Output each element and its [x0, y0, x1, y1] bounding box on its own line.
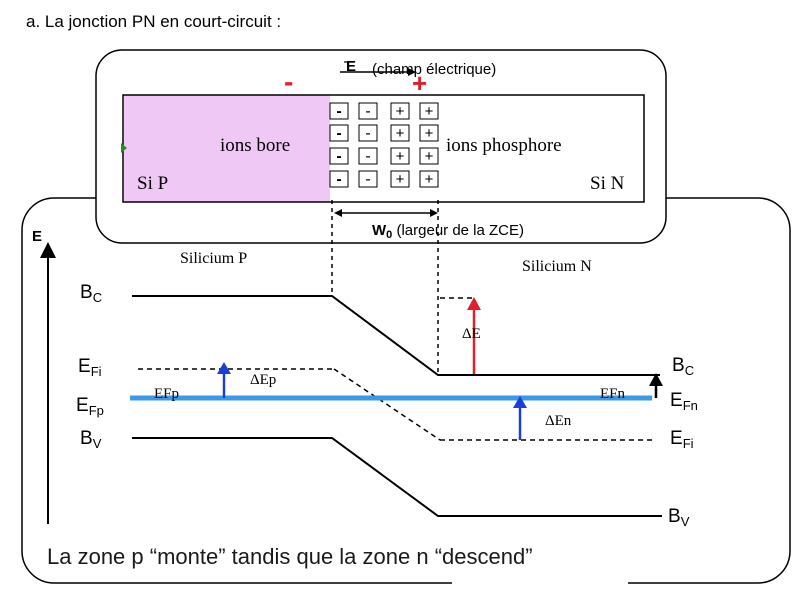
ion-box	[390, 147, 410, 165]
positive-ion: +	[425, 125, 434, 142]
ion-box	[419, 147, 439, 165]
positive-ion: +	[425, 148, 434, 165]
ion-box	[390, 102, 410, 120]
ion-box	[329, 102, 349, 120]
silicon-n-label: Silicium N	[522, 258, 592, 275]
caption-gap	[452, 568, 628, 586]
minus-sign: -	[284, 66, 294, 97]
small-arrow-icon	[121, 143, 127, 153]
ion-box	[329, 147, 349, 165]
efn-right-label: EFn	[670, 390, 698, 413]
zce-left-arrow-icon	[334, 209, 342, 217]
ion-box	[419, 124, 439, 142]
efp-inline-label: EFp	[154, 386, 180, 402]
delta-en-label: ΔEn	[545, 413, 572, 429]
zce-width-label: W0 (largeur de la ZCE)	[372, 222, 525, 241]
delta-en-arrow-icon	[513, 396, 527, 408]
p-side-label: Si P	[137, 173, 169, 194]
ion-box	[329, 170, 349, 188]
silicon-p-label: Silicium P	[180, 250, 248, 267]
ion-box	[358, 102, 378, 120]
ion-box	[329, 124, 349, 142]
delta-ep-arrow-icon	[217, 362, 231, 374]
bc-left-label: BC	[80, 282, 103, 305]
positive-ion: +	[396, 148, 405, 165]
efn-inline-label: EFn	[600, 386, 626, 402]
negative-ion: -	[336, 171, 341, 188]
ion-box	[390, 124, 410, 142]
positive-ion: +	[396, 125, 405, 142]
valence-band	[132, 437, 662, 517]
n-ions-label: ions phosphore	[446, 135, 562, 156]
bc-right-arrow-icon	[649, 373, 663, 386]
negative-ion: -	[365, 103, 370, 120]
field-symbol: E	[346, 58, 357, 75]
ion-box	[419, 102, 439, 120]
ion-box	[358, 147, 378, 165]
n-side-label: Si N	[590, 173, 625, 194]
negative-ion: -	[336, 125, 341, 142]
positive-ion: +	[396, 103, 405, 120]
efi-transition-dashed	[333, 368, 441, 441]
bc-right-label: BC	[672, 355, 695, 378]
positive-ion: +	[425, 171, 434, 188]
delta-e-label: ΔE	[462, 326, 481, 342]
delta-e-arrow-icon	[467, 297, 481, 310]
efi-left-label: EFi	[78, 356, 102, 379]
depletion-ions: - - - - - - - - + + + + + + + +	[329, 102, 439, 188]
p-ions-label: ions bore	[220, 135, 291, 156]
conduction-band	[132, 295, 660, 376]
p-region	[124, 95, 330, 202]
ion-box	[390, 170, 410, 188]
efp-left-label: EFp	[76, 395, 104, 418]
negative-ion: -	[365, 171, 370, 188]
field-label: (champ électrique)	[372, 61, 497, 78]
efi-right-label: EFi	[670, 428, 694, 451]
page-title: a. La jonction PN en court-circuit :	[26, 12, 282, 31]
negative-ion: -	[365, 148, 370, 165]
field-arrow-icon	[408, 68, 416, 76]
positive-ion: +	[396, 171, 405, 188]
negative-ion: -	[336, 103, 341, 120]
plus-sign: +	[412, 68, 428, 98]
positive-ion: +	[425, 103, 434, 120]
ion-box	[358, 124, 378, 142]
bv-left-label: BV	[80, 428, 102, 451]
zce-right-arrow-icon	[430, 209, 438, 217]
bv-right-label: BV	[668, 506, 690, 529]
caption: La zone p “monte” tandis que la zone n “…	[47, 544, 533, 569]
delta-ep-label: ΔEp	[250, 372, 277, 388]
ion-box	[358, 170, 378, 188]
negative-ion: -	[365, 125, 370, 142]
negative-ion: -	[336, 148, 341, 165]
energy-axis-label: E	[32, 228, 43, 245]
ion-box	[419, 170, 439, 188]
